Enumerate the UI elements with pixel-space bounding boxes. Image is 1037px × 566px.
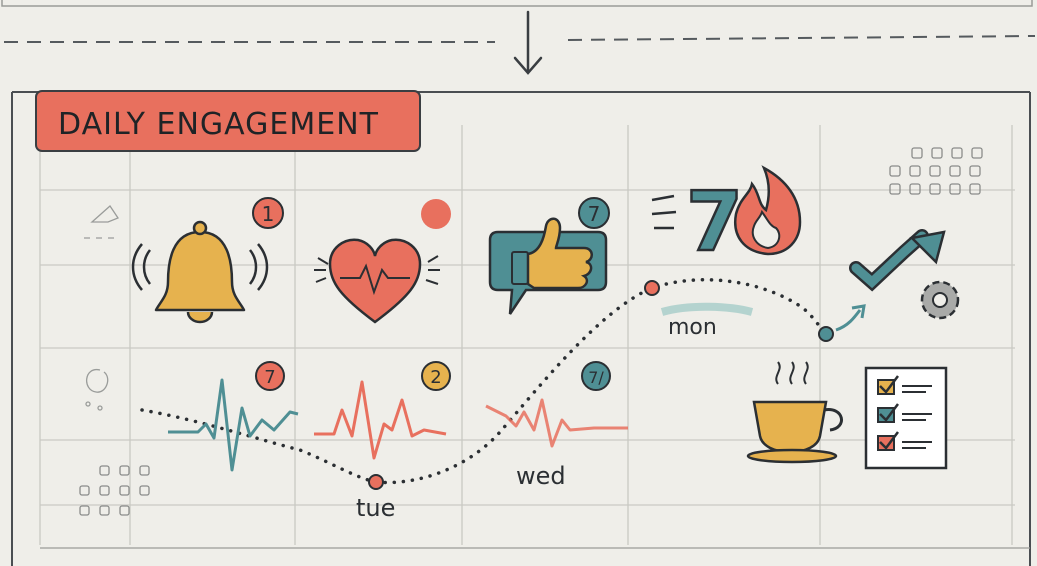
- dashed-separator: [4, 35, 1036, 43]
- flame-icon: [734, 165, 802, 256]
- engagement-trend-line: [140, 278, 828, 485]
- trend-arrow: [835, 304, 866, 332]
- day-label-tue: tue: [356, 494, 395, 522]
- checkmark-arrow-icon: [849, 229, 946, 292]
- day-point-end: [818, 326, 834, 342]
- day-point-mon: [644, 280, 660, 296]
- title-banner: DAILY ENGAGEMENT: [35, 90, 421, 152]
- status-dot: [421, 199, 451, 229]
- bell-icon: [131, 220, 269, 324]
- heart-icon: [314, 238, 440, 324]
- svg-text:2: 2: [430, 367, 441, 388]
- like-count-badge: 7: [578, 197, 610, 229]
- notification-badge: 1: [252, 197, 284, 229]
- svg-text:7: 7: [264, 367, 275, 388]
- panel-border: [11, 91, 1031, 566]
- calendar-grid-icon: [889, 147, 983, 195]
- page-title: DAILY ENGAGEMENT: [58, 107, 379, 142]
- pulse-badge-red: 2: [421, 361, 451, 391]
- day-label-mon: mon: [668, 315, 717, 340]
- highlight-stroke: [660, 302, 754, 316]
- streak-indicator: 7: [651, 174, 744, 271]
- day-label-wed: wed: [516, 462, 566, 490]
- pulse-waveform-teal: [168, 378, 299, 472]
- svg-text:7: 7: [588, 202, 601, 226]
- doodle-mark: [84, 205, 119, 411]
- svg-text:1: 1: [262, 202, 275, 226]
- pulse-badge-teal: 7: [255, 361, 285, 391]
- down-arrow-icon: [513, 10, 543, 75]
- svg-text:7/: 7/: [588, 368, 604, 387]
- gear-icon: [920, 280, 960, 320]
- pulse-waveform-red: [314, 380, 447, 460]
- checklist-icon: [864, 366, 948, 470]
- calendar-grid-icon: [79, 465, 150, 516]
- thumbs-up-icon: [488, 217, 608, 315]
- coffee-cup-icon: [746, 361, 843, 464]
- day-point-tue: [368, 474, 384, 490]
- top-card-edge: [1, 0, 1033, 7]
- pulse-waveform-orange: [485, 398, 628, 448]
- pulse-badge-orange: 7/: [581, 361, 611, 391]
